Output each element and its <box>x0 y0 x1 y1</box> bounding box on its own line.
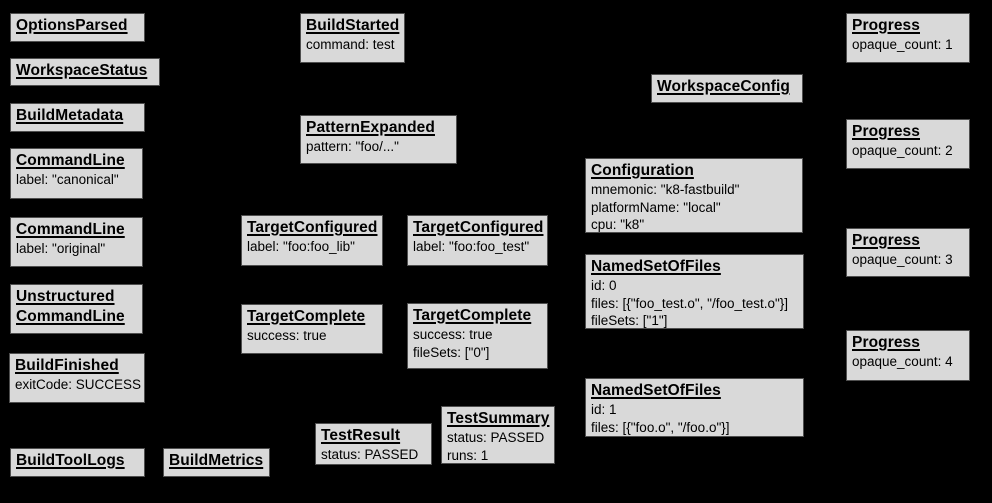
event-node-command-line-original: CommandLine label: "original" <box>10 217 143 267</box>
event-node-build-tool-logs: BuildToolLogs <box>10 448 145 477</box>
event-node-field: status: PASSED <box>321 447 419 462</box>
event-node-target-configured-test: TargetConfigured label: "foo:foo_test" <box>407 215 548 266</box>
event-node-field: id: 1 <box>591 402 617 417</box>
event-node-title: TestResult <box>321 427 401 444</box>
event-node-progress-3: Progress opaque_count: 3 <box>846 228 970 277</box>
event-node-title: BuildMetrics <box>169 452 264 469</box>
event-node-field: label: "foo:foo_lib" <box>247 239 355 254</box>
event-node-build-started: BuildStarted command: test <box>300 13 405 63</box>
event-node-title: OptionsParsed <box>16 17 128 34</box>
event-node-field: runs: 1 <box>447 447 489 463</box>
event-node-field: mnemonic: "k8-fastbuild" <box>591 182 740 197</box>
event-node-build-metadata: BuildMetadata <box>10 103 145 132</box>
event-node-options-parsed: OptionsParsed <box>10 13 145 42</box>
event-node-field: command: test <box>306 37 395 52</box>
event-node-title: NamedSetOfFiles <box>591 258 721 275</box>
event-node-field: files: [{"foo_test.o", "/foo_test.o"}] <box>591 295 789 311</box>
event-node-field: label: "original" <box>16 241 106 256</box>
event-node-title: TargetComplete <box>413 307 532 324</box>
event-node-workspace-config: WorkspaceConfig <box>651 74 803 103</box>
event-node-title: CommandLine <box>16 152 125 169</box>
event-node-title: BuildMetadata <box>16 107 124 124</box>
event-node-field: id: 0 <box>591 278 617 293</box>
event-node-named-set-of-files-0: NamedSetOfFiles id: 0 files: [{"foo_test.… <box>585 254 804 329</box>
event-node-command-line-canonical: CommandLine label: "canonical" <box>10 148 143 199</box>
event-node-title: BuildStarted <box>306 17 400 34</box>
event-node-field: label: "foo:foo_test" <box>413 239 530 254</box>
event-node-title: Progress <box>852 123 920 140</box>
event-node-progress-4: Progress opaque_count: 4 <box>846 330 970 381</box>
event-node-field: success: true <box>247 328 327 343</box>
event-node-target-complete-test: TargetComplete success: true fileSets: ["… <box>407 303 548 369</box>
event-node-build-metrics: BuildMetrics <box>163 448 270 477</box>
event-node-pattern-expanded: PatternExpanded pattern: "foo/..." <box>300 115 457 164</box>
event-node-title: TargetConfigured <box>247 219 378 236</box>
event-node-title: TargetConfigured <box>413 219 544 236</box>
event-node-title: BuildToolLogs <box>16 452 125 469</box>
event-node-field: fileSets: ["0"] <box>413 344 490 360</box>
event-node-title: CommandLine <box>16 221 125 238</box>
event-node-title: Progress <box>852 334 920 351</box>
event-node-field: exitCode: SUCCESS <box>15 377 142 392</box>
event-node-field: opaque_count: 1 <box>852 37 953 52</box>
event-node-title: PatternExpanded <box>306 119 435 136</box>
event-node-progress-2: Progress opaque_count: 2 <box>846 119 970 169</box>
event-node-build-finished: BuildFinished exitCode: SUCCESS <box>9 353 145 403</box>
event-node-progress-1: Progress opaque_count: 1 <box>846 13 970 63</box>
event-node-title: Progress <box>852 232 920 249</box>
event-node-title: Unstructured CommandLine <box>16 288 125 325</box>
event-node-test-result: TestResult status: PASSED <box>315 423 432 465</box>
event-node-field: pattern: "foo/..." <box>306 139 399 154</box>
event-node-target-complete-lib: TargetComplete success: true <box>241 304 383 354</box>
event-node-title: Progress <box>852 17 920 34</box>
event-node-title: WorkspaceConfig <box>657 78 790 95</box>
event-node-title: Configuration <box>591 162 694 179</box>
event-node-title: NamedSetOfFiles <box>591 382 721 399</box>
event-node-field: fileSets: ["1"] <box>591 313 668 328</box>
event-node-field: status: PASSED <box>447 430 545 445</box>
event-node-field: success: true <box>413 327 493 342</box>
event-node-title: TestSummary <box>447 410 550 427</box>
event-node-field: opaque_count: 3 <box>852 252 953 267</box>
event-node-workspace-status: WorkspaceStatus <box>10 58 160 86</box>
event-node-named-set-of-files-1: NamedSetOfFiles id: 1 files: [{"foo.o", "… <box>585 378 804 437</box>
event-node-title: BuildFinished <box>15 357 119 374</box>
event-node-title: WorkspaceStatus <box>16 62 148 79</box>
event-node-field: platformName: "local" <box>591 199 721 215</box>
event-node-title: TargetComplete <box>247 308 366 325</box>
event-node-test-summary: TestSummary status: PASSED runs: 1 <box>441 406 555 464</box>
event-node-configuration: Configuration mnemonic: "k8-fastbuild" pl… <box>585 158 803 233</box>
event-node-field: opaque_count: 2 <box>852 143 953 158</box>
event-node-field: label: "canonical" <box>16 172 119 187</box>
event-node-unstructured-command-line: Unstructured CommandLine <box>10 284 143 334</box>
event-node-field: files: [{"foo.o", "/foo.o"}] <box>591 419 730 435</box>
event-node-field: opaque_count: 4 <box>852 354 953 369</box>
event-node-field: cpu: "k8" <box>591 217 645 232</box>
event-node-target-configured-lib: TargetConfigured label: "foo:foo_lib" <box>241 215 383 266</box>
